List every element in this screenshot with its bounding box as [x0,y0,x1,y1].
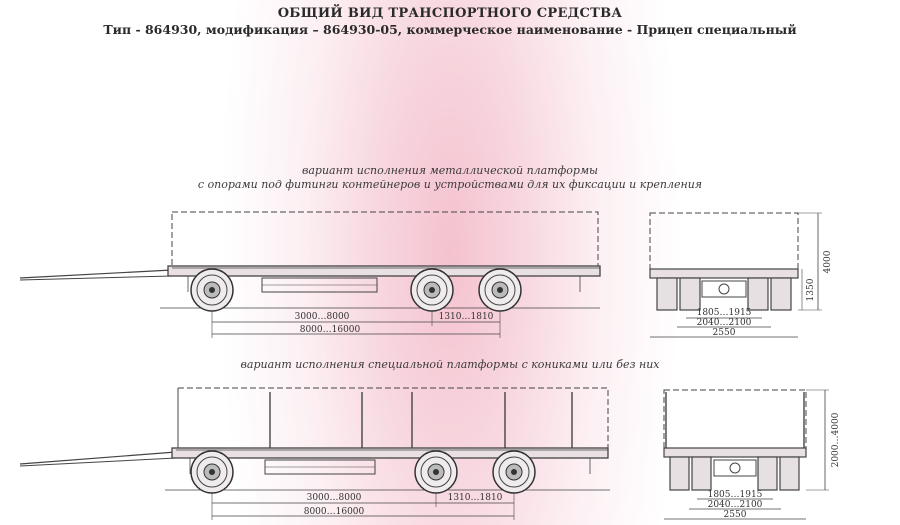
document-title: ОБЩИЙ ВИД ТРАНСПОРТНОГО СРЕДСТВА [277,6,623,21]
variant-a-rear-view [649,212,822,338]
variant-b-dim-w3: 2550 [724,510,747,520]
variant-a-dim-w1: 1805…1915 [697,308,752,318]
variant-a-dim-total: 8000…16000 [300,325,361,335]
variant-a-dim-height: 4000 [823,250,833,273]
variant-a-dim-deck: 1350 [806,278,816,301]
variant-b-front-wheel [190,450,234,494]
variant-a-rear-wheel-2 [478,268,522,312]
variant-a-dim-axle: 1310…1810 [439,312,494,322]
variant-b-rear-wheel-1 [414,450,458,494]
variant-a-dim-w2: 2040…2100 [697,318,752,328]
variant-b-dim-axle: 1310…1810 [448,493,503,503]
variant-b-dim-height: 2000…4000 [831,412,841,467]
variant-b-dim-w1: 1805…1915 [708,490,763,500]
variant-a-caption-line1: вариант исполнения металлической платфор… [301,164,599,177]
variant-b-rear-view [663,389,829,520]
variant-b-rear-wheel-2 [492,450,536,494]
variant-a-side-view [19,211,601,338]
variant-b-dim-base: 3000…8000 [307,493,362,503]
variant-a-rear-wheel-1 [410,268,454,312]
variant-b-dim-w2: 2040…2100 [708,500,763,510]
variant-b-side-view [19,387,610,520]
variant-a-front-wheel [190,268,234,312]
variant-b-caption: вариант исполнения специальной платформы… [240,358,660,371]
variant-b-dim-total: 8000…16000 [304,507,365,517]
variant-a-dim-w3: 2550 [713,328,736,338]
variant-a-dim-base: 3000…8000 [295,312,350,322]
document-subtitle: Тип - 864930, модификация – 864930-05, к… [103,22,797,37]
variant-a-caption-line2: с опорами под фитинги контейнеров и устр… [197,178,703,191]
